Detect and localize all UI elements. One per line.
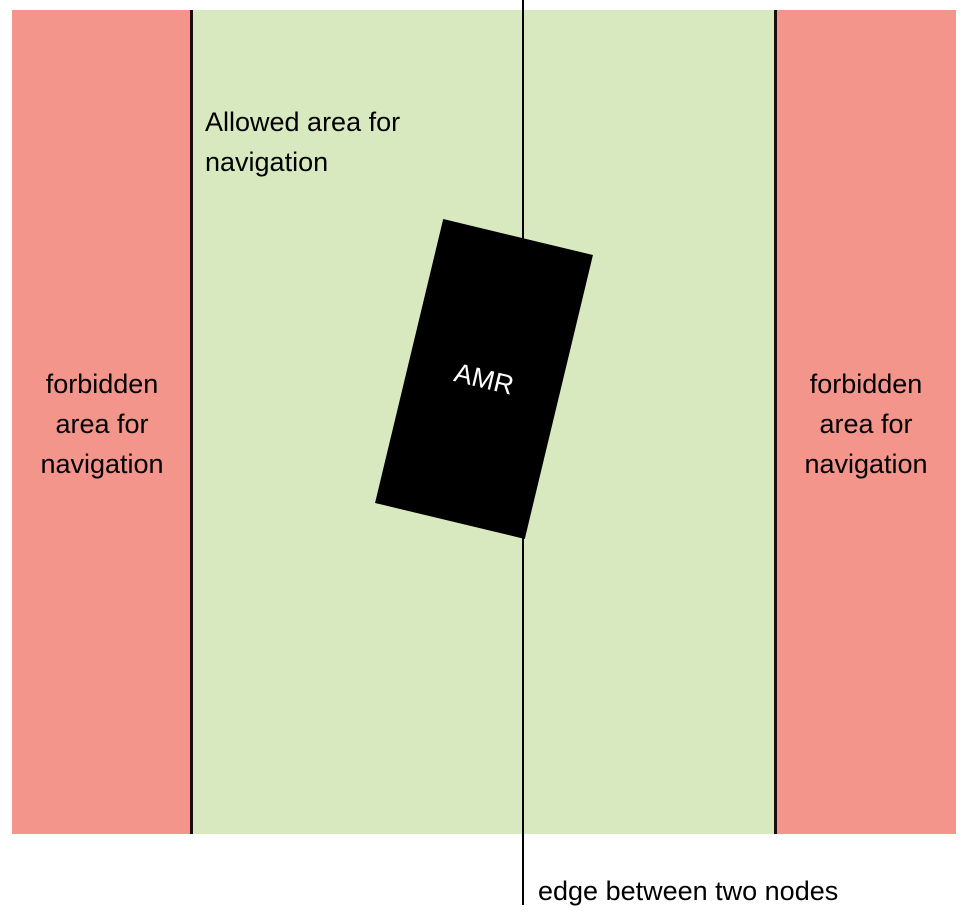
forbidden-zone-right: [776, 10, 956, 834]
forbidden-label-right: forbidden area for navigation: [804, 369, 928, 479]
edge-label: edge between two nodes: [538, 876, 839, 906]
forbidden-zone-left: [12, 10, 192, 834]
amr-label: AMR: [451, 357, 517, 401]
boundary-line-left: [190, 10, 193, 834]
allowed-label: Allowed area for navigation: [205, 107, 401, 177]
forbidden-label-left: forbidden area for navigation: [40, 369, 164, 479]
boundary-line-right: [774, 10, 777, 834]
